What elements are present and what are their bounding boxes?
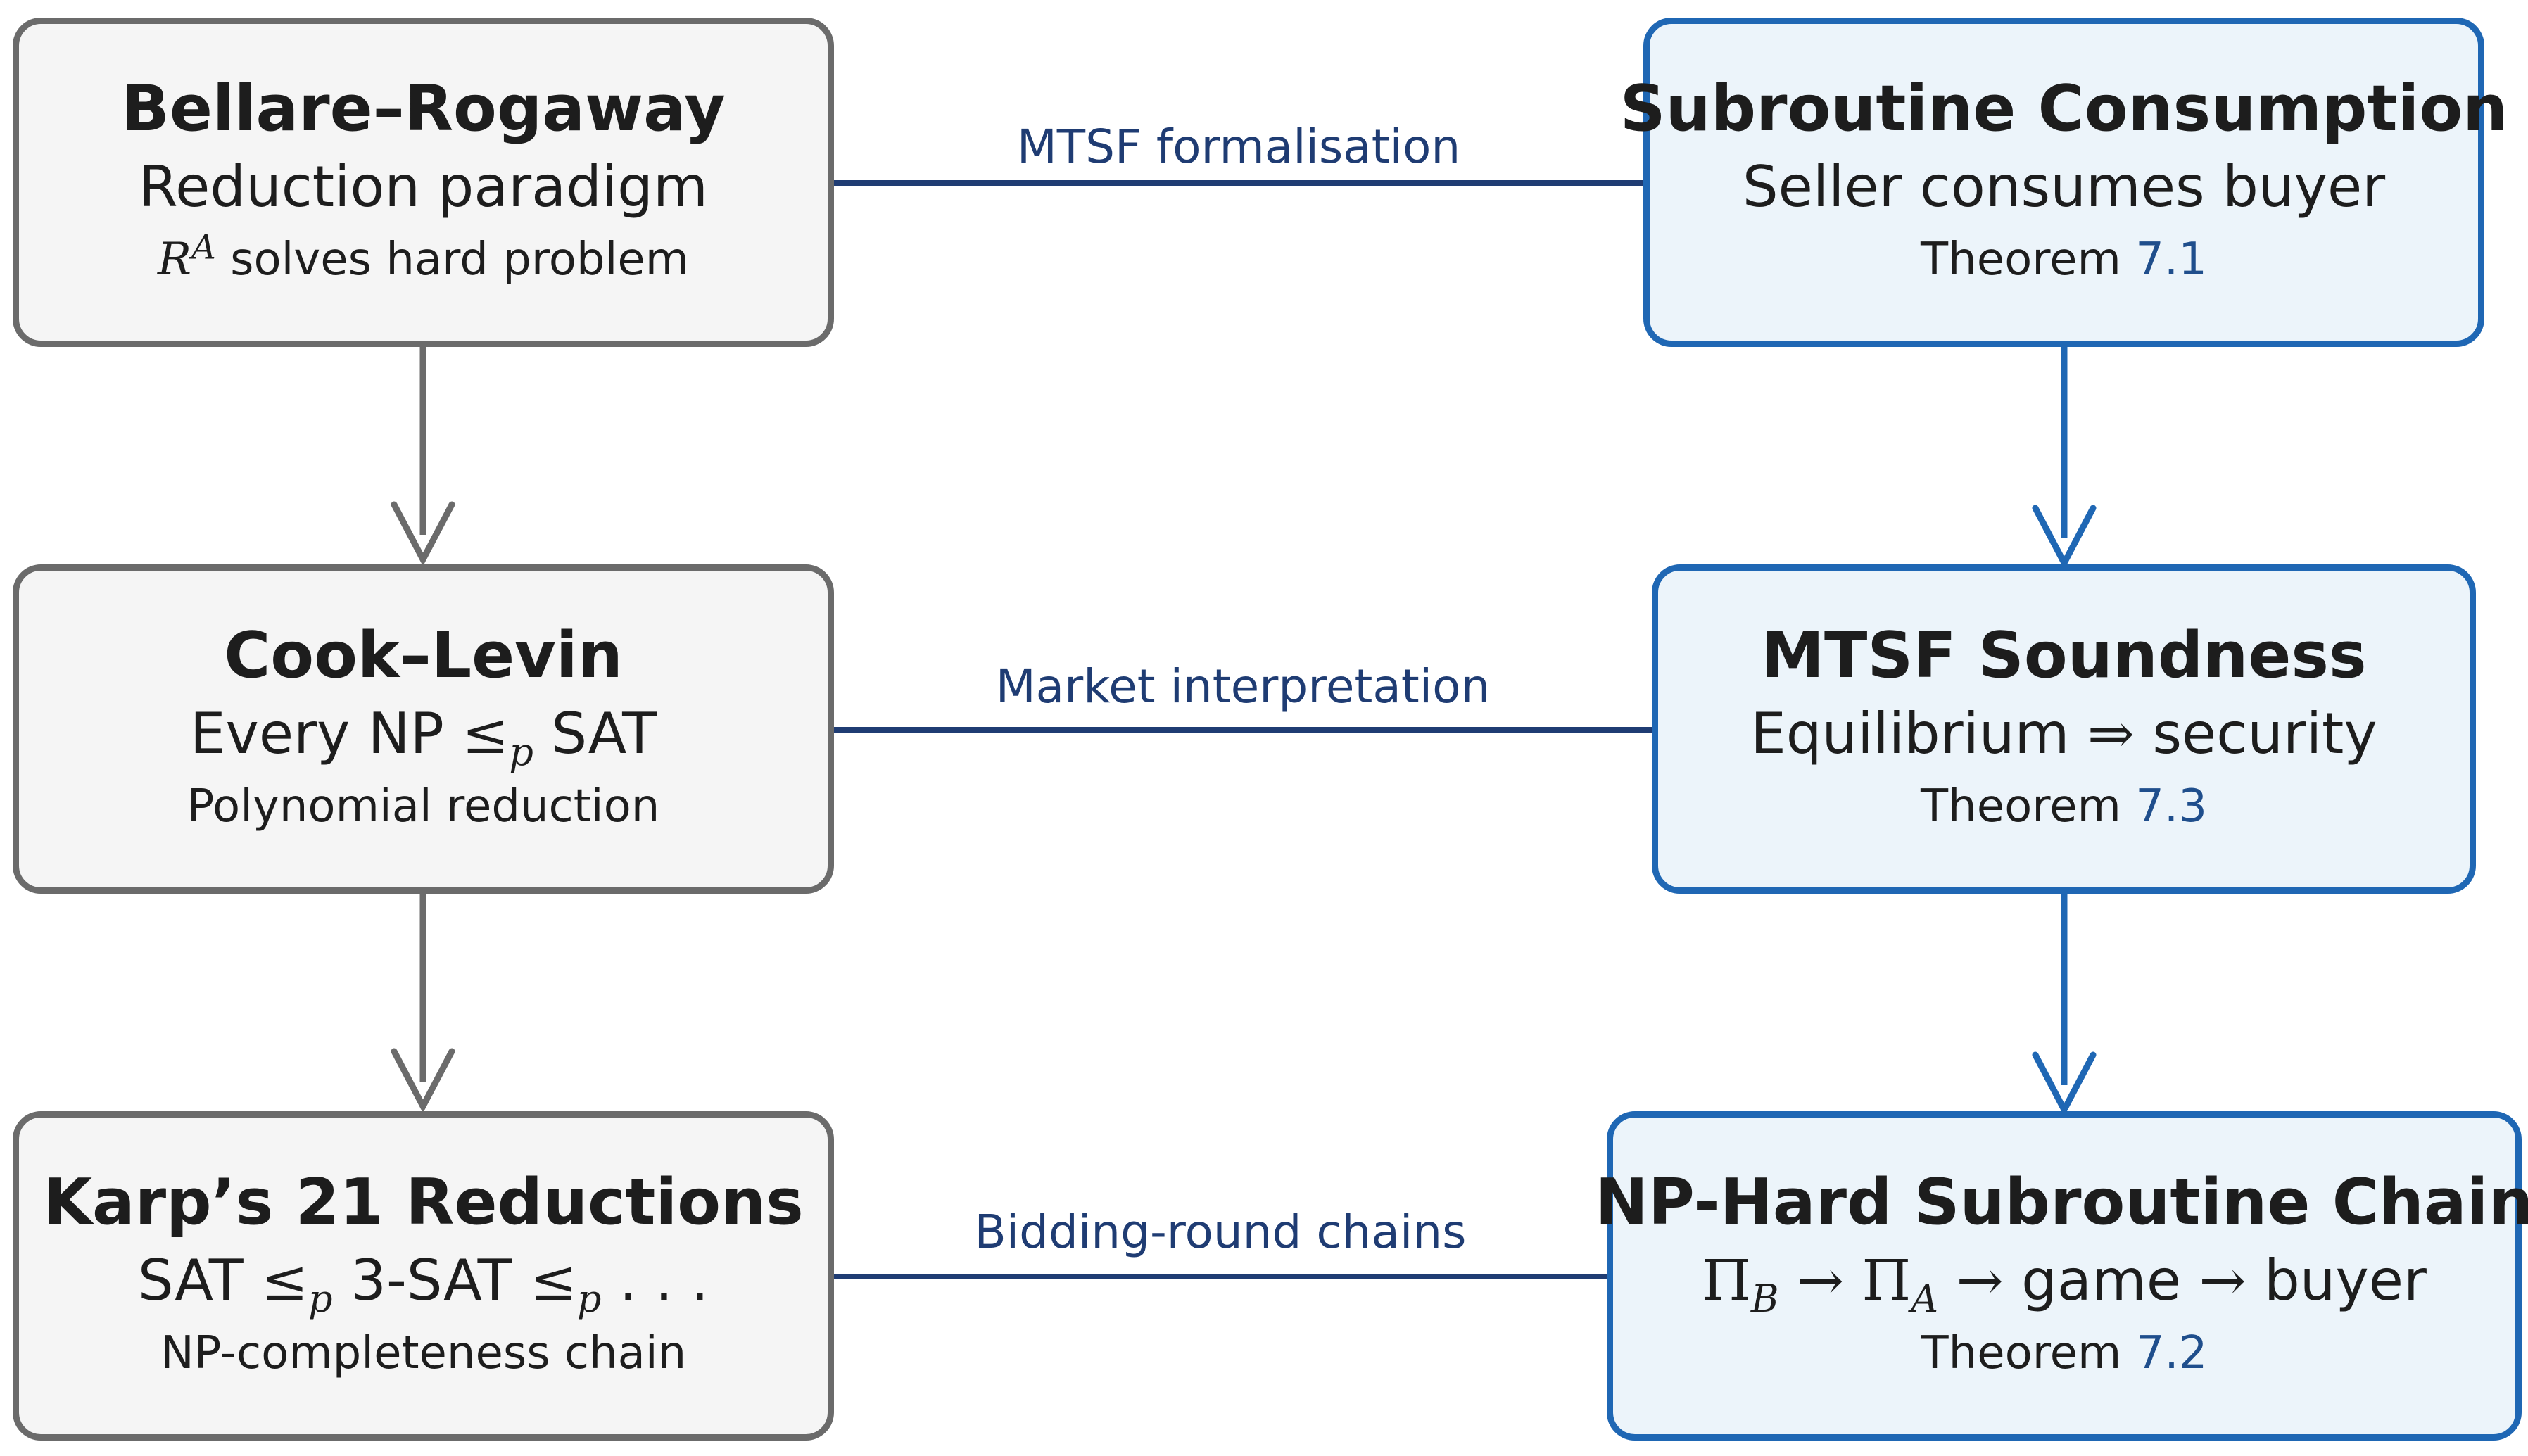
connector-label-1: MTSF formalisation [1016, 120, 1461, 174]
node-subtitle: Seller consumes buyer [1742, 153, 2386, 220]
theorem-ref-link[interactable]: 7.2 [2135, 1327, 2208, 1379]
node-mtsf-soundness: MTSF Soundness Equilibrium ⇒ security Th… [1652, 564, 2476, 894]
theorem-ref-link[interactable]: 7.3 [2135, 780, 2207, 833]
node-title: Cook–Levin [224, 619, 623, 693]
node-title: Karp’s 21 Reductions [43, 1165, 804, 1240]
subscript-p: p [576, 1276, 602, 1321]
theorem-label: Theorem [1921, 1327, 2136, 1379]
subscript-b: B [1750, 1276, 1779, 1321]
node-subtitle: Reduction paradigm [139, 153, 708, 220]
le-symbol: ≤ [261, 1247, 309, 1313]
subtitle-text: Equilibrium [1750, 700, 2087, 766]
arrow-symbol: → [2181, 1247, 2264, 1313]
node-subroutine-consumption: Subroutine Consumption Seller consumes b… [1620, 18, 2508, 347]
node-subtitle: Every NP ≤p SAT [190, 696, 657, 772]
subtitle-text: Every NP [190, 700, 462, 766]
node-np-hard-chain: NP-Hard Subroutine Chain ΠB → ΠA → game … [1595, 1111, 2528, 1441]
subscript-p: p [308, 1276, 333, 1321]
pi-symbol: Π [1702, 1247, 1751, 1313]
node-title: NP-Hard Subroutine Chain [1595, 1165, 2528, 1240]
word-game: game [2021, 1247, 2182, 1313]
theorem-label: Theorem [1921, 780, 2136, 833]
math-superscript-a: A [191, 227, 216, 267]
node-note: Polynomial reduction [187, 780, 660, 833]
implies-symbol: ⇒ [2087, 700, 2135, 766]
node-note: NP-completeness chain [160, 1327, 687, 1379]
le-symbol: ≤ [462, 700, 510, 766]
node-cook-levin: Cook–Levin Every NP ≤p SAT Polynomial re… [13, 564, 834, 894]
subtitle-text: SAT [533, 700, 657, 766]
node-title: Bellare–Rogaway [121, 72, 726, 146]
arrowhead-left-1 [391, 501, 455, 566]
node-bellare-rogaway: Bellare–Rogaway Reduction paradigm RA so… [13, 18, 834, 347]
node-title: Subroutine Consumption [1619, 72, 2508, 146]
node-subtitle: SAT ≤p 3-SAT ≤p . . . [138, 1243, 709, 1319]
node-theorem: Theorem 7.1 [1921, 225, 2207, 295]
arrowhead-left-2 [391, 1048, 455, 1113]
node-karp-reductions: Karp’s 21 Reductions SAT ≤p 3-SAT ≤p . .… [13, 1111, 834, 1441]
subscript-p: p [509, 729, 533, 774]
word-buyer: buyer [2263, 1247, 2427, 1313]
note-text: solves hard problem [215, 233, 690, 286]
node-title: MTSF Soundness [1761, 619, 2367, 693]
connector-label-3: Bidding-round chains [974, 1205, 1467, 1259]
node-theorem: Theorem 7.2 [1921, 1319, 2208, 1388]
pi-symbol: Π [1862, 1247, 1911, 1313]
arrow-symbol: → [1778, 1247, 1862, 1313]
node-theorem: Theorem 7.3 [1921, 772, 2207, 842]
node-note: RA solves hard problem [158, 225, 689, 295]
arrowhead-right-1 [2032, 505, 2097, 570]
subtitle-text: 3-SAT [332, 1247, 530, 1313]
subscript-a: A [1911, 1276, 1939, 1321]
le-symbol: ≤ [529, 1247, 577, 1313]
node-subtitle: Equilibrium ⇒ security [1750, 696, 2377, 772]
arrowhead-right-2 [2032, 1051, 2097, 1117]
math-symbol-r: R [157, 233, 192, 286]
subtitle-text: security [2134, 700, 2377, 766]
theorem-ref-link[interactable]: 7.1 [2135, 233, 2207, 286]
node-subtitle: ΠB → ΠA → game → buyer [1702, 1243, 2427, 1319]
theorem-label: Theorem [1921, 233, 2136, 286]
subtitle-text: SAT [137, 1247, 261, 1313]
connector-label-2: Market interpretation [995, 659, 1491, 714]
subtitle-text: . . . [601, 1247, 709, 1313]
arrow-symbol: → [1938, 1247, 2022, 1313]
